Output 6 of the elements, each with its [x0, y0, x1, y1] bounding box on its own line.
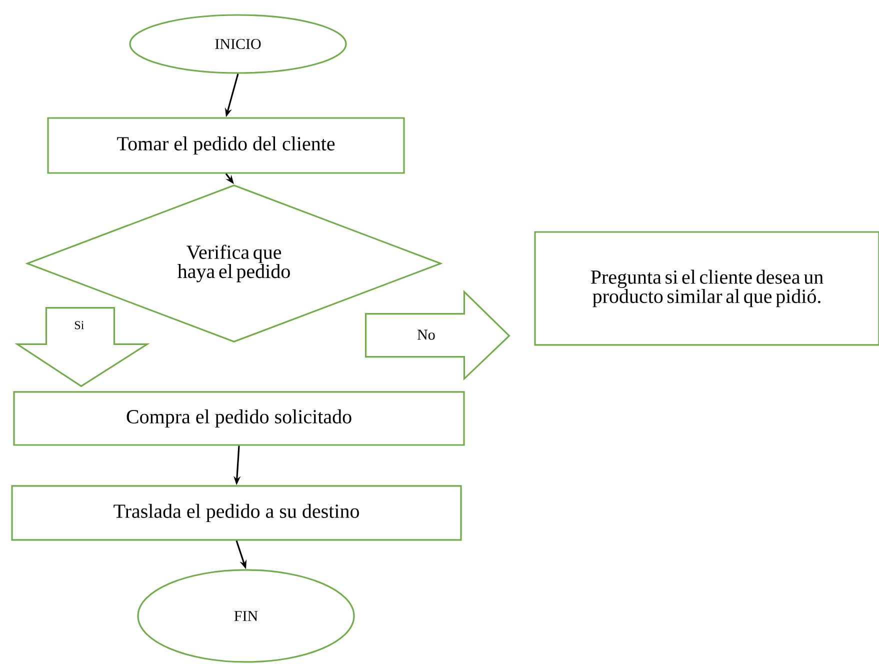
process-box: Traslada el pedido a su destino [11, 485, 462, 541]
process-box: Pregunta si el cliente desea un producto similar al que pidió. [534, 231, 879, 346]
edge-label: Si [75, 321, 84, 330]
process-box: Compra el pedido solicitado [13, 391, 465, 446]
process-box: Tomar el pedido del cliente [47, 117, 405, 174]
edge-label: No [417, 330, 435, 340]
